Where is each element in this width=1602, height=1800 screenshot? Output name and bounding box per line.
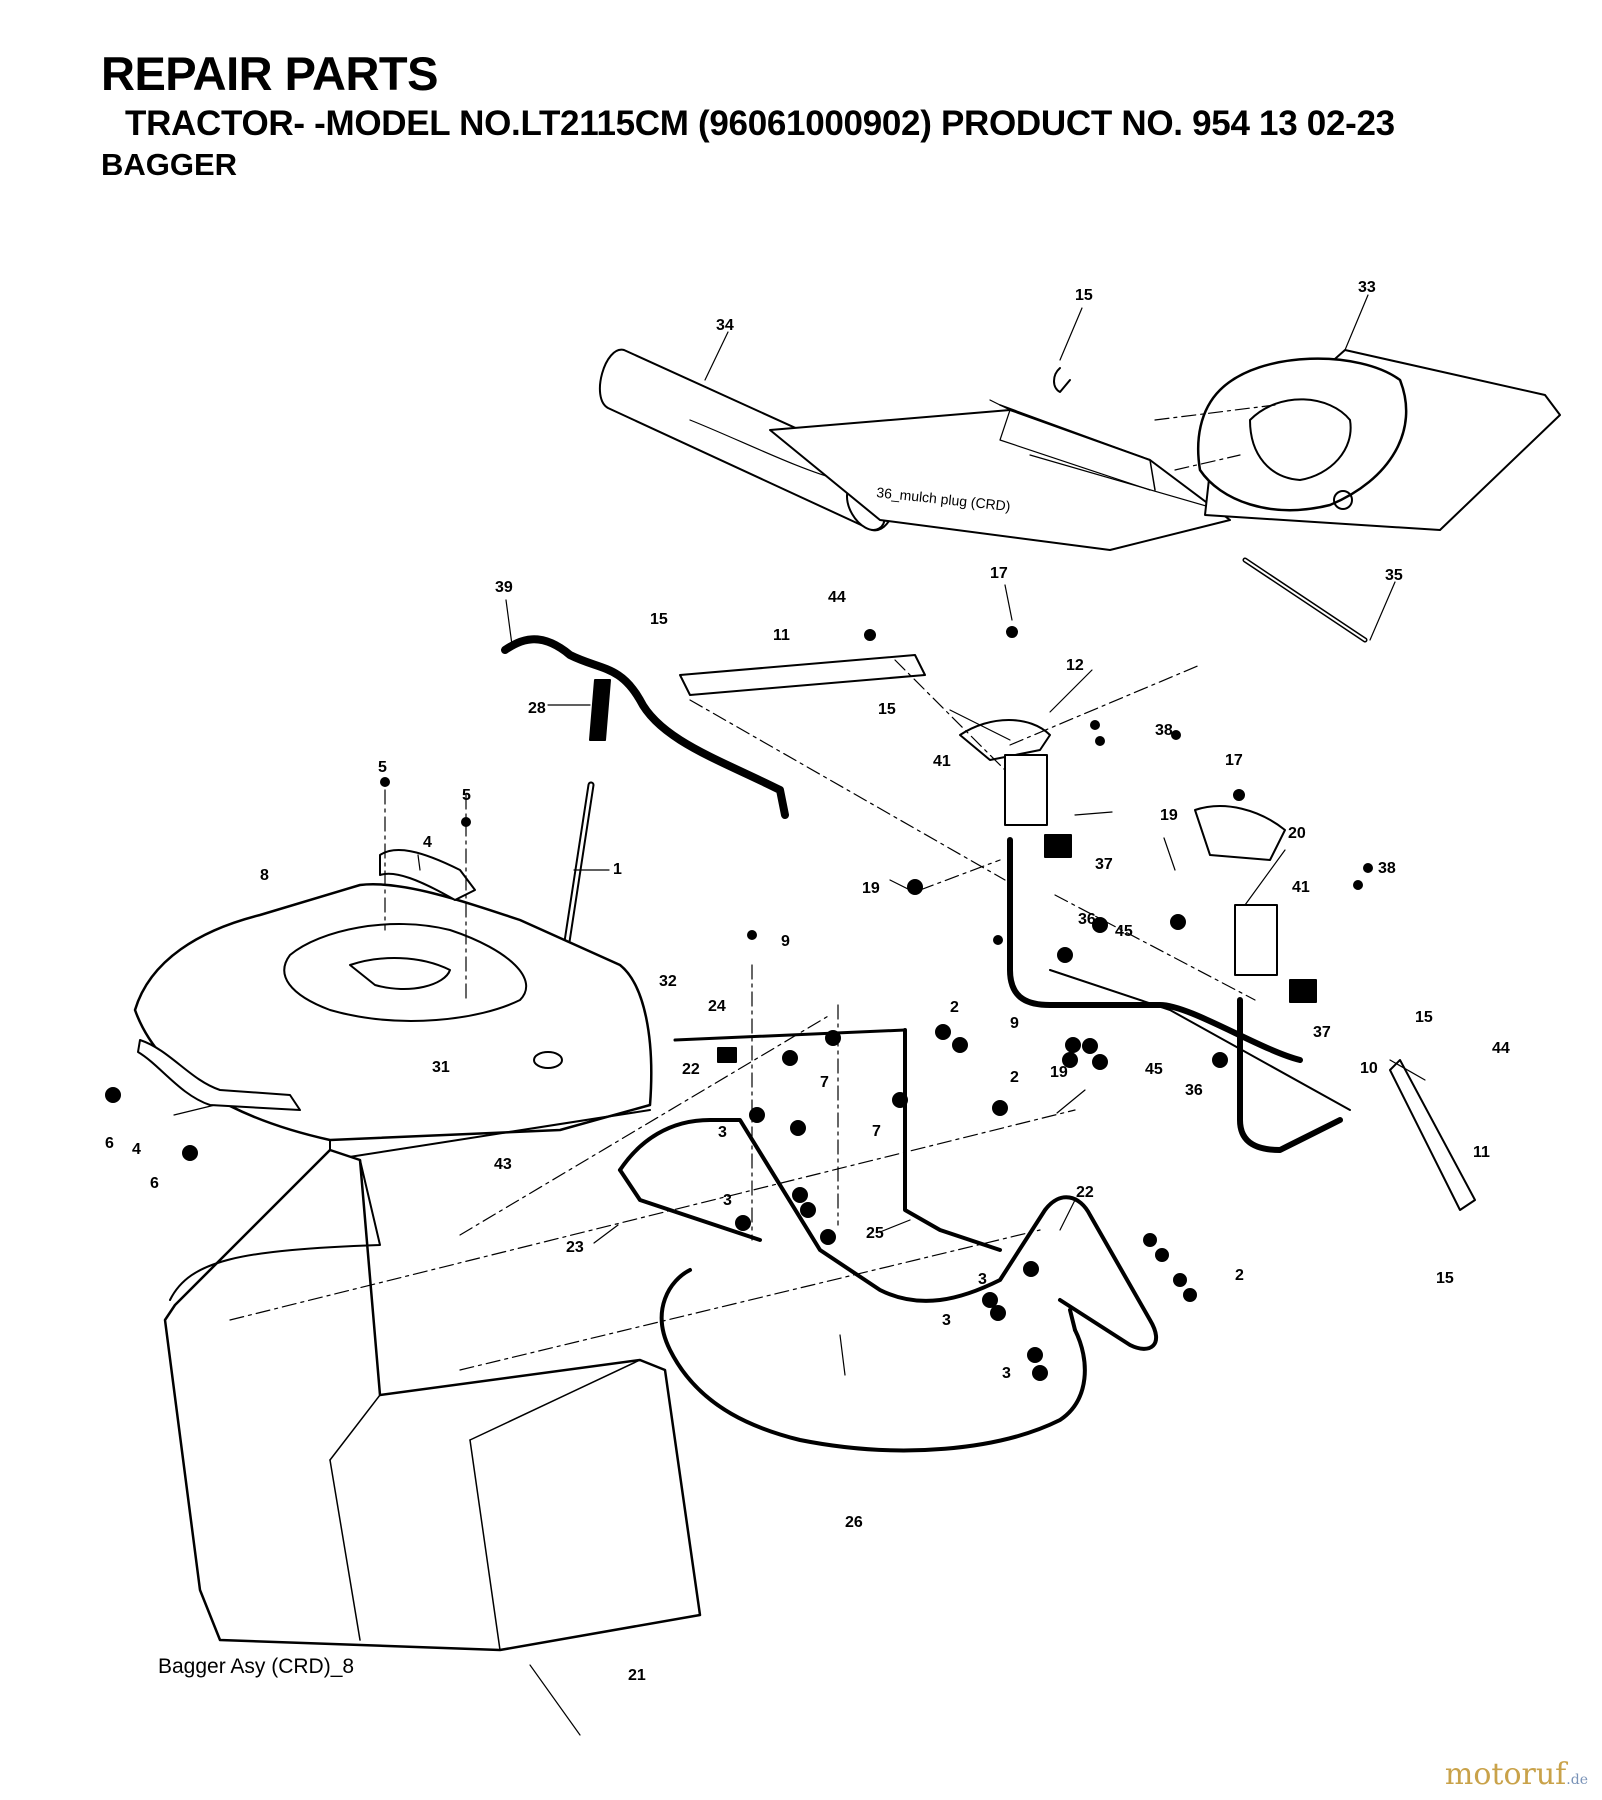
callout-11: 11: [773, 627, 790, 644]
callout-6: 6: [150, 1175, 159, 1192]
callout-19: 19: [862, 880, 880, 897]
side-strap-part: [1389, 1059, 1476, 1211]
fasteners-part: [105, 626, 1373, 1381]
callout-3: 3: [978, 1271, 987, 1288]
callout-38: 38: [1155, 722, 1173, 739]
callout-15: 15: [1415, 1009, 1433, 1026]
callout-44: 44: [1492, 1040, 1510, 1057]
callout-3: 3: [1002, 1365, 1011, 1382]
callout-12: 12: [1066, 657, 1084, 674]
site-watermark: motoruf.de: [1445, 1757, 1588, 1792]
callout-36: 36: [1078, 911, 1096, 928]
callout-15: 15: [1436, 1270, 1454, 1287]
callout-2: 2: [1235, 1267, 1244, 1284]
callout-28: 28: [528, 700, 546, 717]
callout-26: 26: [845, 1514, 863, 1531]
callout-31: 31: [432, 1059, 450, 1076]
callout-19: 19: [1050, 1064, 1068, 1081]
callout-3: 3: [942, 1312, 951, 1329]
callout-2: 2: [950, 999, 959, 1016]
callout-24: 24: [708, 998, 726, 1015]
callout-6: 6: [105, 1135, 114, 1152]
callout-10: 10: [1360, 1060, 1378, 1077]
callout-45: 45: [1145, 1061, 1163, 1078]
frame-lower-part: [659, 1268, 1087, 1453]
handle-rod-part: [501, 635, 789, 819]
callout-1: 1: [613, 861, 622, 878]
callout-23: 23: [566, 1239, 584, 1256]
callout-7: 7: [820, 1074, 829, 1091]
callout-45: 45: [1115, 923, 1133, 940]
callout-22: 22: [682, 1061, 700, 1078]
callout-32: 32: [659, 973, 677, 990]
callout-36: 36: [1185, 1082, 1203, 1099]
callout-9: 9: [1010, 1015, 1019, 1032]
callout-25: 25: [866, 1225, 884, 1242]
callout-5: 5: [378, 759, 387, 776]
bagger-lid-part: [133, 883, 653, 1161]
callout-7: 7: [872, 1123, 881, 1140]
callout-44: 44: [828, 589, 846, 606]
hairpin-top-part: [1053, 367, 1071, 393]
callout-20: 20: [1288, 825, 1306, 842]
callout-3: 3: [718, 1124, 727, 1141]
callout-15: 15: [1075, 287, 1093, 304]
callout-22: 22: [1076, 1184, 1094, 1201]
chute-adapter-part: [1196, 349, 1561, 531]
pin-part: [1242, 557, 1368, 643]
model-subtitle: TRACTOR- -MODEL NO.LT2115CM (96061000902…: [125, 104, 1395, 143]
callout-37: 37: [1095, 856, 1113, 873]
callout-39: 39: [495, 579, 513, 596]
callout-37: 37: [1313, 1024, 1331, 1041]
callout-41: 41: [1292, 879, 1310, 896]
callout-33: 33: [1358, 279, 1376, 296]
leader-lines: [173, 294, 1426, 1736]
callout-34: 34: [716, 317, 734, 334]
bracket-top-part: [679, 654, 1286, 861]
mulch-plug-part: [769, 399, 1231, 551]
callout-15: 15: [878, 701, 896, 718]
side-bar-part: [137, 1039, 301, 1111]
callout-19: 19: [1160, 807, 1178, 824]
grass-bag-part: [163, 1148, 702, 1652]
watermark-tld: .de: [1566, 1772, 1588, 1788]
callout-35: 35: [1385, 567, 1403, 584]
callout-4: 4: [132, 1141, 141, 1158]
callout-43: 43: [494, 1156, 512, 1173]
callout-5: 5: [462, 787, 471, 804]
callout-38: 38: [1378, 860, 1396, 877]
callout-4: 4: [423, 834, 432, 851]
callout-15: 15: [650, 611, 668, 628]
callout-3: 3: [723, 1192, 732, 1209]
callout-2: 2: [1010, 1069, 1019, 1086]
figure-caption: Bagger Asy (CRD)_8: [158, 1655, 355, 1678]
lid-handle-part: [379, 849, 476, 901]
page-title: REPAIR PARTS: [101, 47, 438, 100]
callout-9: 9: [781, 933, 790, 950]
callout-17: 17: [1225, 752, 1243, 769]
callout-41: 41: [933, 753, 951, 770]
mount-blocks-part: [1004, 754, 1317, 1003]
callout-17: 17: [990, 565, 1008, 582]
frame-bracket-part: [1007, 837, 1351, 1153]
callout-8: 8: [260, 867, 269, 884]
callout-21: 21: [628, 1667, 646, 1684]
watermark-brand: motoruf: [1444, 1757, 1567, 1792]
section-label: BAGGER: [101, 147, 238, 182]
frame-main-part: [618, 1028, 1158, 1351]
callout-11: 11: [1473, 1144, 1490, 1161]
